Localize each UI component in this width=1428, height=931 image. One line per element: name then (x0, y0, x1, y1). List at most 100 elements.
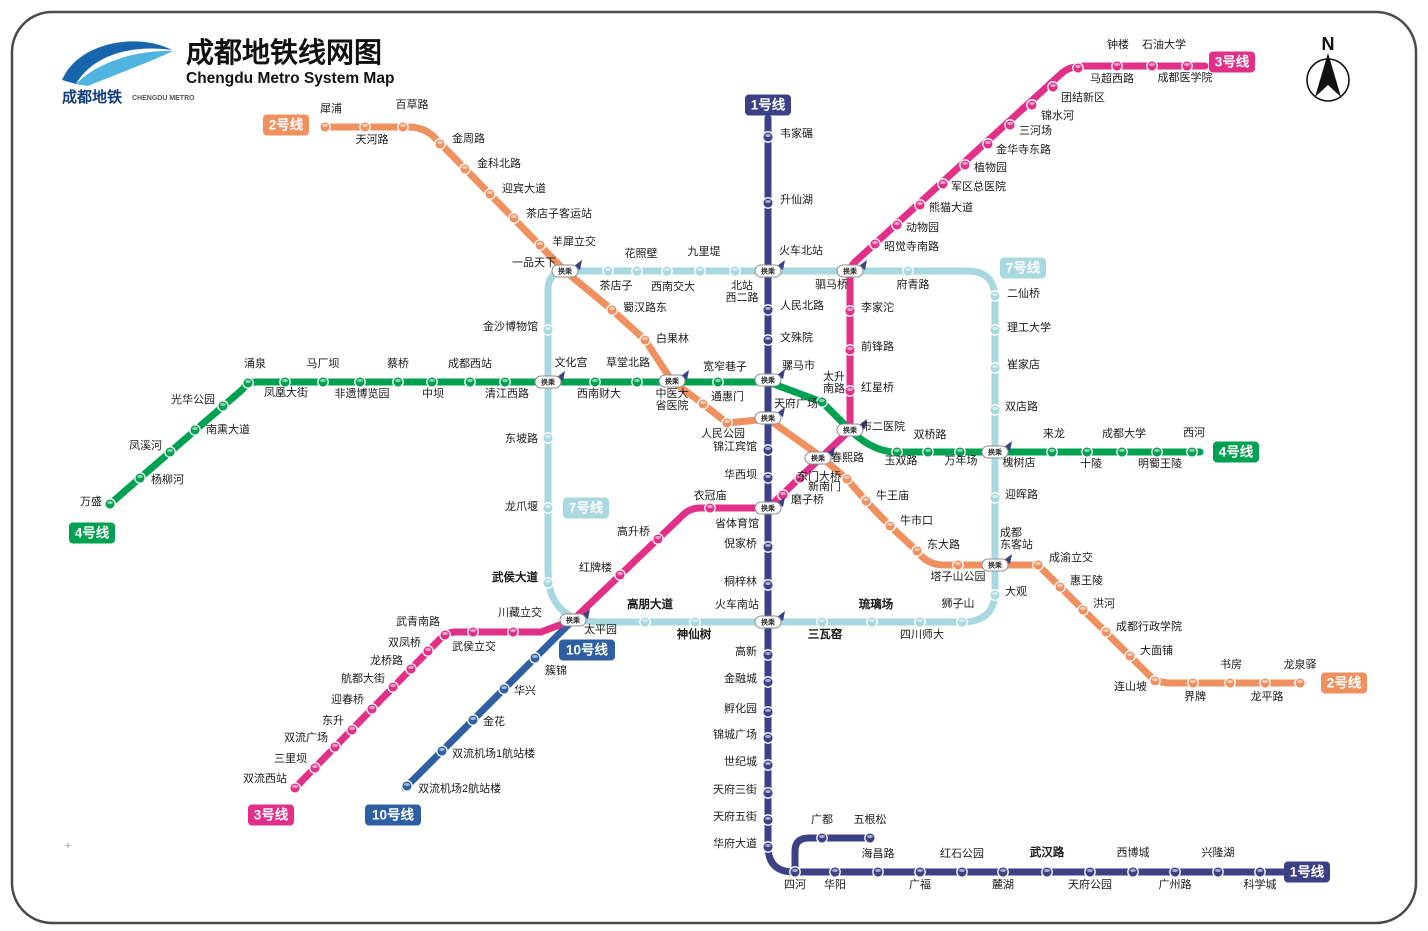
line-badge-label: 2号线 (269, 117, 304, 133)
station-marker-gloss (894, 448, 900, 453)
station-marker-gloss (292, 784, 298, 789)
station-marker-gloss (732, 267, 738, 272)
station-marker-gloss (1130, 868, 1136, 873)
station-label: 金融城 (724, 671, 757, 685)
station-label: 火车南站 (715, 597, 759, 611)
station-label: 洪河 (1093, 596, 1115, 610)
station-marker-gloss (992, 494, 998, 499)
station-marker-gloss (765, 474, 771, 479)
station-marker-gloss (914, 547, 920, 552)
station-label: 牛市口 (900, 513, 933, 527)
station-marker-gloss (765, 816, 771, 821)
station-marker-gloss (692, 618, 698, 623)
station-label: 北站西二路 (726, 278, 759, 304)
station-marker-gloss (1103, 628, 1109, 633)
station-marker-gloss (962, 161, 968, 166)
line-badge-label: 1号线 (1290, 864, 1325, 880)
station-label: 文殊院 (780, 330, 813, 344)
station-marker-gloss (502, 378, 508, 383)
transfer-icon-label: 换乘 (665, 377, 680, 386)
station-marker-gloss (245, 379, 251, 384)
station-marker-gloss (532, 654, 538, 659)
registration-plus-mark: + (65, 840, 71, 852)
station-label: 龙平路 (1251, 690, 1284, 703)
station-marker-gloss (655, 535, 661, 540)
station-label: 红石公园 (940, 847, 984, 860)
station-label: 川藏立交 (498, 605, 542, 619)
station-marker-gloss (844, 475, 850, 480)
station-label: 锦城广场 (713, 727, 757, 741)
station-marker-gloss (700, 400, 706, 405)
line-badge-line10 (365, 804, 421, 826)
station-marker-gloss (634, 378, 640, 383)
station-label: 市二医院 (861, 419, 905, 433)
transfer-icon (981, 558, 1009, 572)
station-label: 锦江宾馆 (713, 439, 757, 453)
transfer-icon-label: 换乘 (761, 376, 776, 385)
station-label: 春熙路 (831, 451, 864, 464)
station-label: 龙桥路 (370, 654, 403, 667)
transfer-icon-flag (681, 370, 689, 380)
station-label: 凤溪河 (129, 439, 162, 452)
station-marker-gloss (462, 165, 468, 170)
station-label: 马超西路 (1090, 71, 1134, 85)
station-marker-gloss (642, 336, 648, 341)
station-label: 成都行政学院 (1116, 619, 1182, 633)
station-label: 迎晖路 (1005, 488, 1038, 501)
station-label: 双流西站 (243, 771, 287, 785)
station-marker-gloss (1262, 679, 1268, 684)
station-label: 崔家店 (1007, 357, 1040, 371)
station-marker-gloss (1114, 62, 1120, 67)
station-marker-gloss (992, 326, 998, 331)
station-label: 锦水河 (1041, 108, 1074, 122)
station-marker-gloss (107, 500, 113, 505)
station-label: 迎春桥 (331, 693, 364, 706)
transfer-icon (551, 264, 579, 278)
station-marker-gloss (1084, 448, 1090, 453)
station-marker-gloss (905, 267, 911, 272)
station-label: 牛王庙 (876, 488, 909, 502)
station-label: 西南交大 (651, 279, 695, 293)
station-label: 马厂坝 (307, 356, 340, 370)
transfer-icon-label: 换乘 (811, 454, 826, 463)
station-marker-gloss (642, 618, 648, 623)
station-label: 中坝 (422, 386, 444, 400)
station-label: 簇锦 (545, 663, 567, 677)
station-marker-gloss (429, 378, 435, 383)
station-marker-gloss (1184, 62, 1190, 67)
station-label: 华阳 (824, 877, 846, 891)
station-marker-gloss (867, 834, 873, 839)
station-label: 南熏大道 (206, 422, 250, 436)
transfer-icon (534, 375, 562, 389)
station-label: 界牌 (1184, 689, 1206, 703)
transfer-icon (559, 613, 587, 627)
station-marker-gloss (349, 726, 355, 731)
station-marker-gloss (390, 683, 396, 688)
station-label: 四川师大 (900, 627, 944, 641)
station-label: 熊猫大道 (929, 200, 973, 214)
station-marker-gloss (992, 406, 998, 411)
station-label: 九里堤 (688, 245, 721, 258)
station-label: 清江西路 (485, 387, 529, 400)
header: 成都地铁 CHENGDU METRO 成都地铁线网图 Chengdu Metro… (62, 37, 394, 106)
transfer-icon-flag (1004, 441, 1012, 451)
transfer-icon-label: 换乘 (843, 267, 858, 276)
station-label: 凤凰大街 (264, 385, 308, 399)
station-marker-gloss (765, 581, 771, 586)
transfer-icon-flag (777, 260, 785, 270)
station-label: 蔡桥 (387, 357, 409, 370)
station-marker-gloss (765, 651, 771, 656)
line-badge-label: 7号线 (569, 500, 604, 516)
station-label: 犀浦 (320, 102, 342, 115)
station-label: 高新 (735, 644, 757, 658)
station-label: 世纪城 (724, 755, 757, 768)
station-marker-gloss (404, 782, 410, 787)
station-marker-gloss (765, 789, 771, 794)
station-label: 石油大学 (1142, 37, 1186, 51)
station-marker-gloss (511, 214, 517, 219)
station-label: 杨柳河 (151, 472, 184, 486)
station-label: 茶店子客运站 (526, 206, 592, 220)
station-label: 大观 (1005, 584, 1027, 598)
transfer-icon-label: 换乘 (541, 378, 556, 387)
